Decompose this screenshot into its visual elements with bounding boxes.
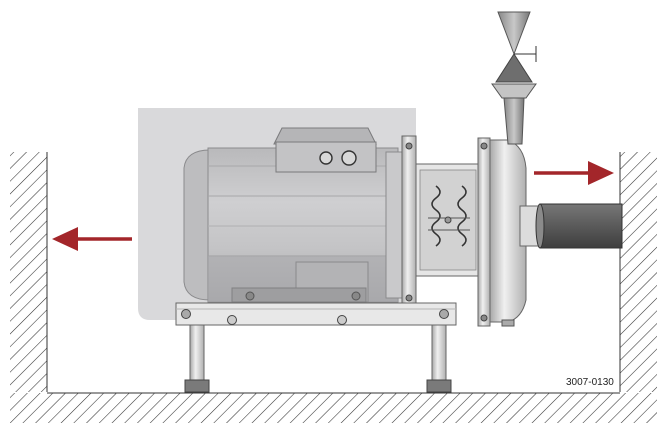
- left-wall: [10, 152, 48, 392]
- support-legs: [184, 324, 452, 393]
- floor: [10, 392, 657, 423]
- reference-code: 3007-0130: [566, 377, 614, 388]
- adapter-lantern: [401, 135, 481, 307]
- pump-casing: [477, 137, 527, 327]
- arrow-right: [534, 161, 614, 185]
- inlet-funnel: [491, 11, 537, 145]
- terminal-box: [273, 127, 377, 173]
- right-wall: [619, 152, 657, 392]
- base-frame: [175, 302, 457, 326]
- outlet-pipe: [519, 203, 623, 249]
- arrow-left: [52, 227, 132, 251]
